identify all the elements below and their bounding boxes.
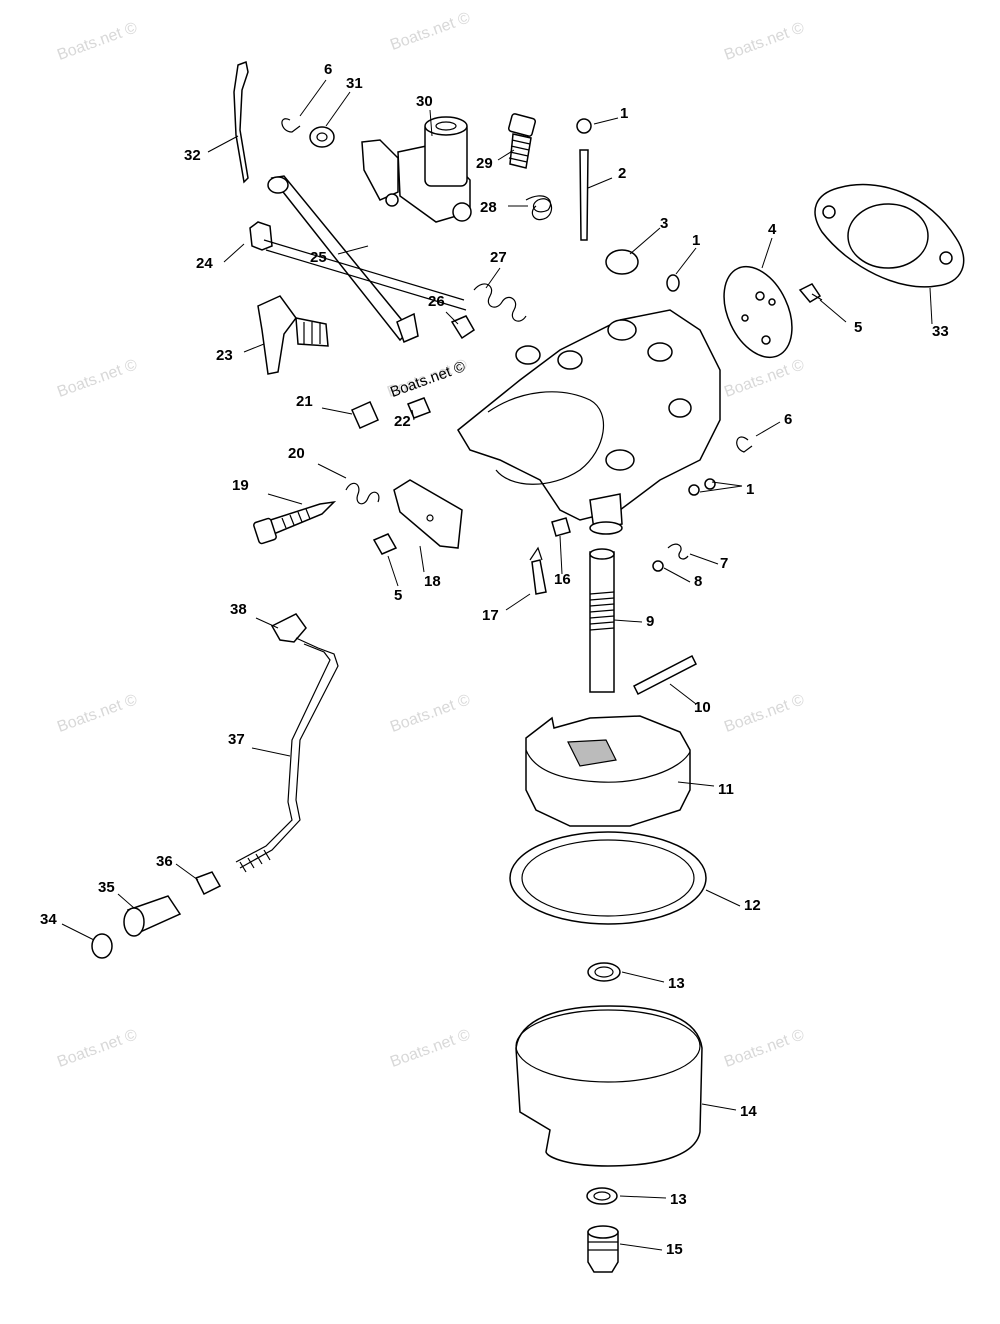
spring-28 [525, 195, 553, 221]
callout-6: 6 [784, 411, 793, 428]
screw-5 [798, 283, 822, 303]
o-ring-13b [586, 1187, 618, 1205]
callout-31: 31 [346, 75, 363, 92]
callout-11: 11 [718, 781, 734, 798]
callout-37: 37 [228, 731, 245, 748]
callout-10: 10 [694, 699, 711, 716]
cap-34 [91, 933, 113, 959]
callout-23: 23 [216, 347, 233, 364]
ball-1d [704, 478, 716, 490]
leader-lines [61, 79, 933, 1251]
callout-18: 18 [424, 573, 441, 590]
washer-31 [309, 126, 335, 148]
callout-29: 29 [476, 155, 493, 172]
callout-6: 6 [324, 61, 333, 78]
pin-10 [632, 654, 698, 696]
ball-1b [666, 274, 680, 292]
callout-20: 20 [288, 445, 305, 462]
callout-27: 27 [490, 249, 507, 266]
needle-17 [531, 559, 547, 595]
spring-20 [345, 482, 380, 505]
callout-13: 13 [668, 975, 685, 992]
callout-1: 1 [620, 105, 629, 122]
spring-27 [473, 283, 527, 322]
callout-35: 35 [98, 879, 115, 896]
elbow-fitting-23 [257, 295, 297, 375]
callout-15: 15 [666, 1241, 683, 1258]
ball-8 [652, 560, 664, 572]
jet-22 [407, 397, 431, 419]
spring-7 [667, 543, 689, 560]
callout-7: 7 [720, 555, 729, 572]
callout-4: 4 [768, 221, 777, 238]
callout-5: 5 [854, 319, 863, 336]
callout-28: 28 [480, 199, 497, 216]
callout-1: 1 [692, 232, 701, 249]
plug-3 [605, 249, 639, 275]
callout-38: 38 [230, 601, 247, 618]
plate-4 [723, 265, 793, 359]
nut-36 [194, 871, 222, 896]
callout-2: 2 [618, 165, 627, 182]
jet-16 [551, 517, 571, 537]
callout-21: 21 [296, 393, 313, 410]
ball-1 [576, 118, 592, 134]
callout-1: 1 [746, 481, 755, 498]
plate-18 [393, 479, 463, 549]
jet-26 [450, 315, 475, 340]
callout-3: 3 [660, 215, 669, 232]
callout-36: 36 [156, 853, 173, 870]
link-rod-37 [239, 637, 339, 869]
callout-14: 14 [740, 1103, 757, 1120]
callout-5: 5 [394, 587, 403, 604]
callout-24: 24 [196, 255, 213, 272]
link-rod-32 [233, 60, 249, 184]
callout-13: 13 [670, 1191, 687, 1208]
callout-17: 17 [482, 607, 499, 624]
callout-33: 33 [932, 323, 949, 340]
float-bowl-14 [515, 1005, 703, 1167]
ball-1c [688, 484, 700, 496]
o-ring-13 [587, 962, 621, 982]
clip-38 [270, 613, 307, 643]
callout-12: 12 [744, 897, 761, 914]
float-11 [525, 715, 691, 827]
callout-8: 8 [694, 573, 703, 590]
choke-shaft-24 [249, 221, 273, 251]
gasket-12 [509, 831, 707, 925]
callout-30: 30 [416, 93, 433, 110]
primer-bracket-30 [361, 139, 399, 201]
e-clip-6b [736, 436, 753, 453]
callout-9: 9 [646, 613, 655, 630]
callout-19: 19 [232, 477, 249, 494]
screw-29 [508, 113, 536, 137]
pin-2 [579, 149, 589, 241]
nut-21 [351, 401, 379, 429]
callout-26: 26 [428, 293, 445, 310]
callout-25: 25 [310, 249, 327, 266]
e-clip-6 [281, 118, 301, 133]
callout-32: 32 [184, 147, 201, 164]
callout-34: 34 [40, 911, 57, 928]
callout-16: 16 [554, 571, 571, 588]
callout-22: 22 [394, 413, 411, 430]
screw-5b [372, 533, 398, 555]
